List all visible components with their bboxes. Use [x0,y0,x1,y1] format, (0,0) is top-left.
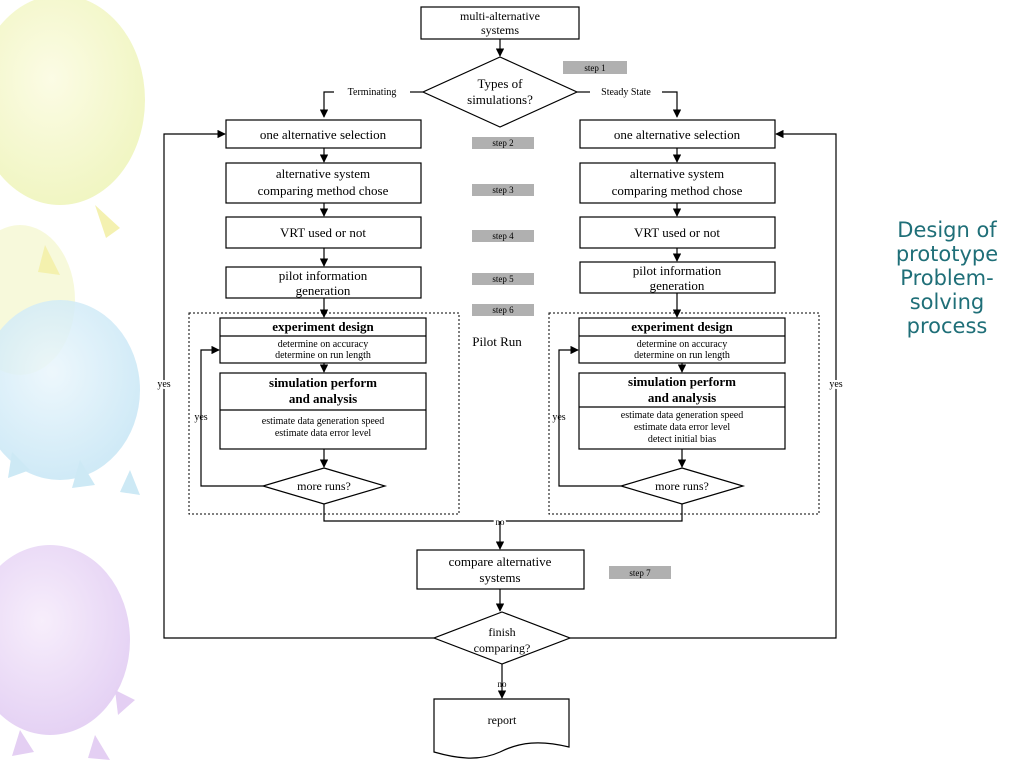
pilot-info-label: generation [296,283,351,298]
experiment-design-box [219,317,427,364]
slide-title: Design of prototype Problem- solving pro… [872,218,1022,338]
slide-title-line: Problem- [900,266,994,290]
pilot-info-label: pilot information [633,263,722,278]
experiment-detail: determine on run length [275,350,371,361]
experiment-detail: determine on accuracy [637,339,728,350]
step-tag [472,273,534,285]
yes-label: yes [829,379,842,390]
experiment-detail: determine on accuracy [278,339,369,350]
simulation-perform-label: simulation perform [628,374,736,389]
step-tag-label: step 2 [492,138,513,148]
step-tag-label: step 4 [492,231,514,241]
more-runs-label: more runs? [297,479,351,493]
compare-method-label: alternative system [276,166,370,181]
yes-label: yes [552,412,565,423]
decision-types-label: Types of [478,76,524,91]
simulation-detail: estimate data generation speed [262,416,384,427]
yes-label: yes [194,412,207,423]
compare-method-label: comparing method chose [258,183,389,198]
slide-title-line: prototype [895,242,999,266]
pilot-run-label: Pilot Run [472,334,522,349]
compare-method-label: alternative system [630,166,724,181]
step-tag [472,230,534,242]
finish-label: finish [488,625,515,639]
slide-title-line: Design of [897,218,997,242]
pilot-info-box [579,261,776,294]
step-tag [472,184,534,196]
experiment-detail: determine on run length [634,350,730,361]
simulation-detail: estimate data error level [634,422,731,433]
balloon-decoration-blue [0,300,140,495]
finish-label: comparing? [474,641,531,655]
simulation-perform-label: simulation perform [269,375,377,390]
start-label: multi-alternative [460,9,540,23]
yes-label: yes [157,379,170,390]
report-document [433,698,570,759]
experiment-design-box [578,317,786,364]
step-tag-label: step 6 [492,305,514,315]
step-tags: step 1 step 2 step 3 step 4 step 5 step … [472,61,671,579]
decision-types-diamond [421,56,579,128]
compare-systems-label: systems [479,570,520,585]
simulation-detail: estimate data generation speed [621,410,743,421]
alt-selection-box [225,119,422,149]
step-tag [472,304,534,316]
compare-systems-box [416,549,585,590]
experiment-design-label: experiment design [272,319,374,334]
step-tag [609,566,671,579]
simulation-detail: estimate data error level [275,428,372,439]
vrt-label: VRT used or not [280,225,366,240]
start-label: systems [481,23,519,37]
compare-method-box [225,162,422,204]
step-tag-label: step 5 [492,274,514,284]
simulation-perform-label: and analysis [648,390,716,405]
steady-state-column: one alternative selection alternative sy… [500,119,820,522]
report-label: report [488,713,517,727]
slide-title-line: solving [909,290,985,314]
start-box [420,6,580,40]
balloon-decoration-purple [0,545,135,760]
simulation-perform-box [578,372,786,450]
slide-title-line: process [906,314,988,338]
alt-selection-label: one alternative selection [614,127,741,142]
decision-types-label: simulations? [467,92,533,107]
step-tag-label: step 7 [629,568,651,578]
simulation-perform-label: and analysis [289,391,357,406]
simulation-perform-box [219,372,427,450]
alt-selection-label: one alternative selection [260,127,387,142]
step-tag-label: step 3 [492,185,514,195]
vrt-box [579,216,776,249]
step-tag [472,137,534,149]
alt-selection-box [579,119,776,149]
compare-systems-label: compare alternative [449,554,552,569]
pilot-info-box [225,266,422,299]
step-tag [563,61,627,74]
branch-terminating-label: Terminating [348,87,397,98]
branch-steady-label: Steady State [601,87,651,98]
experiment-design-label: experiment design [631,319,733,334]
simulation-detail: detect initial bias [648,434,716,445]
step-tag-label: step 1 [584,63,605,73]
terminating-column: one alternative selection alternative sy… [188,119,522,522]
more-runs-label: more runs? [655,479,709,493]
pilot-info-label: generation [650,278,705,293]
pilot-run-region [548,312,820,515]
pilot-info-label: pilot information [279,268,368,283]
compare-method-label: comparing method chose [612,183,743,198]
vrt-label: VRT used or not [634,225,720,240]
